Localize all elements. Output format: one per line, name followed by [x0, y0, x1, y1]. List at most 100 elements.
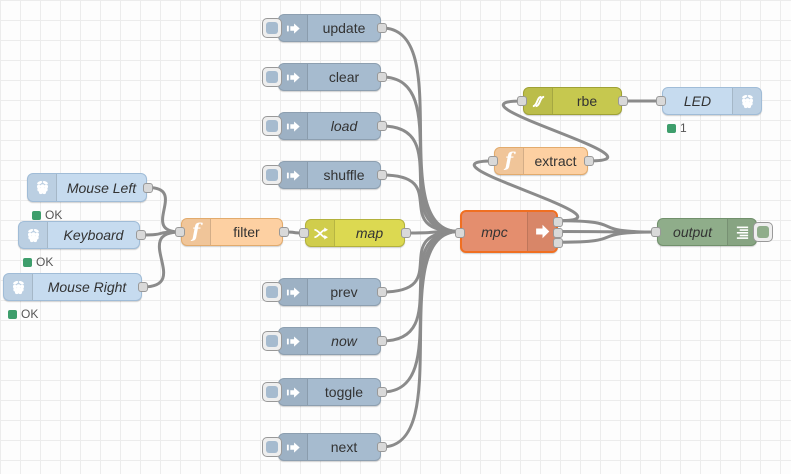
status-text: OK: [45, 208, 63, 222]
wire-load-to-mpc[interactable]: [380, 124, 461, 233]
inject-icon: [279, 328, 308, 354]
status-text: OK: [36, 255, 54, 269]
input-port[interactable]: [517, 96, 527, 106]
inject-button[interactable]: [262, 282, 282, 302]
node-prev[interactable]: prev: [262, 278, 387, 306]
shuffle-icon: [306, 220, 335, 246]
button-face: [266, 386, 278, 398]
output-port[interactable]: [584, 156, 594, 166]
output-port[interactable]: [279, 227, 289, 237]
debug-toggle-button[interactable]: [753, 222, 773, 242]
node-status: OK: [8, 307, 38, 321]
node-mpc[interactable]: mpc: [455, 210, 563, 253]
node-label: Mouse Right: [47, 279, 127, 295]
output-port[interactable]: [143, 182, 153, 193]
status-dot-icon: [8, 309, 17, 319]
output-port[interactable]: [377, 336, 387, 346]
node-update[interactable]: update: [262, 14, 387, 42]
output-port[interactable]: [136, 230, 146, 240]
wire-extract-to-rbe[interactable]: [501, 99, 610, 163]
raspberry-pi-icon: [4, 274, 33, 300]
inject-icon: [279, 15, 308, 41]
wire-mouse-right-to-filter[interactable]: [141, 230, 182, 289]
node-status: OK: [23, 255, 53, 269]
input-port[interactable]: [651, 227, 661, 237]
output-port[interactable]: [377, 121, 387, 131]
wire-next-to-mpc[interactable]: [380, 230, 461, 449]
input-port[interactable]: [455, 227, 465, 238]
node-label: map: [355, 225, 384, 241]
output-port[interactable]: [377, 170, 387, 180]
inject-icon: [279, 162, 308, 188]
output-port[interactable]: [401, 228, 411, 238]
output-port[interactable]: [138, 282, 148, 292]
node-map[interactable]: map: [299, 219, 411, 247]
wire-shuffle-to-mpc[interactable]: [380, 173, 461, 233]
node-now[interactable]: now: [262, 327, 387, 355]
inject-button[interactable]: [262, 437, 282, 457]
input-port[interactable]: [175, 227, 185, 237]
raspberry-pi-icon: [28, 174, 57, 201]
wire-clear-to-mpc[interactable]: [380, 75, 461, 233]
output-port[interactable]: [377, 287, 387, 297]
wire-mouse-left-to-filter[interactable]: [146, 186, 182, 234]
node-label: clear: [328, 69, 360, 85]
input-port[interactable]: [299, 228, 309, 238]
status-text: 1: [680, 121, 687, 135]
node-output[interactable]: output: [651, 218, 773, 246]
output-port[interactable]: [377, 387, 387, 397]
node-label: prev: [330, 284, 358, 300]
node-rbe[interactable]: rbe: [517, 87, 628, 115]
output-port[interactable]: [553, 238, 563, 249]
button-face: [266, 286, 278, 298]
output-port[interactable]: [377, 442, 387, 452]
inject-button[interactable]: [262, 165, 282, 185]
output-port[interactable]: [377, 72, 387, 82]
node-extract[interactable]: f extract: [488, 147, 594, 175]
inject-button[interactable]: [262, 331, 282, 351]
inject-button[interactable]: [262, 18, 282, 38]
button-face: [266, 22, 278, 34]
wire-map-to-mpc[interactable]: [404, 230, 461, 235]
inject-button[interactable]: [262, 67, 282, 87]
node-label: update: [322, 20, 366, 36]
input-port[interactable]: [656, 96, 666, 106]
node-label: extract: [534, 153, 577, 169]
inject-icon: [279, 113, 308, 139]
node-toggle[interactable]: toggle: [262, 378, 387, 406]
status-dot-icon: [23, 257, 32, 267]
button-face: [266, 120, 278, 132]
wire-mpc-to-extract[interactable]: [472, 159, 580, 223]
node-label: mpc: [481, 223, 508, 240]
input-port[interactable]: [488, 156, 498, 166]
node-label: Keyboard: [63, 227, 124, 243]
function-icon: f: [495, 148, 524, 174]
list-icon: [727, 219, 756, 245]
status-text: OK: [21, 307, 39, 321]
output-port[interactable]: [618, 96, 628, 106]
inject-button[interactable]: [262, 382, 282, 402]
wire-mpc-to-output[interactable]: [557, 230, 658, 244]
function-icon: f: [182, 219, 211, 245]
node-label: shuffle: [323, 167, 365, 183]
node-next[interactable]: next: [262, 433, 387, 461]
raspberry-pi-icon: [19, 222, 48, 248]
wire-prev-to-mpc[interactable]: [380, 230, 461, 294]
node-clear[interactable]: clear: [262, 63, 387, 91]
node-shuffle[interactable]: shuffle: [262, 161, 387, 189]
output-port[interactable]: [553, 227, 563, 238]
button-face: [757, 226, 769, 238]
inject-button[interactable]: [262, 116, 282, 136]
node-label: output: [673, 224, 712, 240]
arrow-icon: [527, 212, 556, 251]
node-status: OK: [32, 208, 62, 222]
output-port[interactable]: [377, 23, 387, 33]
node-load[interactable]: load: [262, 112, 387, 140]
output-port[interactable]: [553, 216, 563, 227]
